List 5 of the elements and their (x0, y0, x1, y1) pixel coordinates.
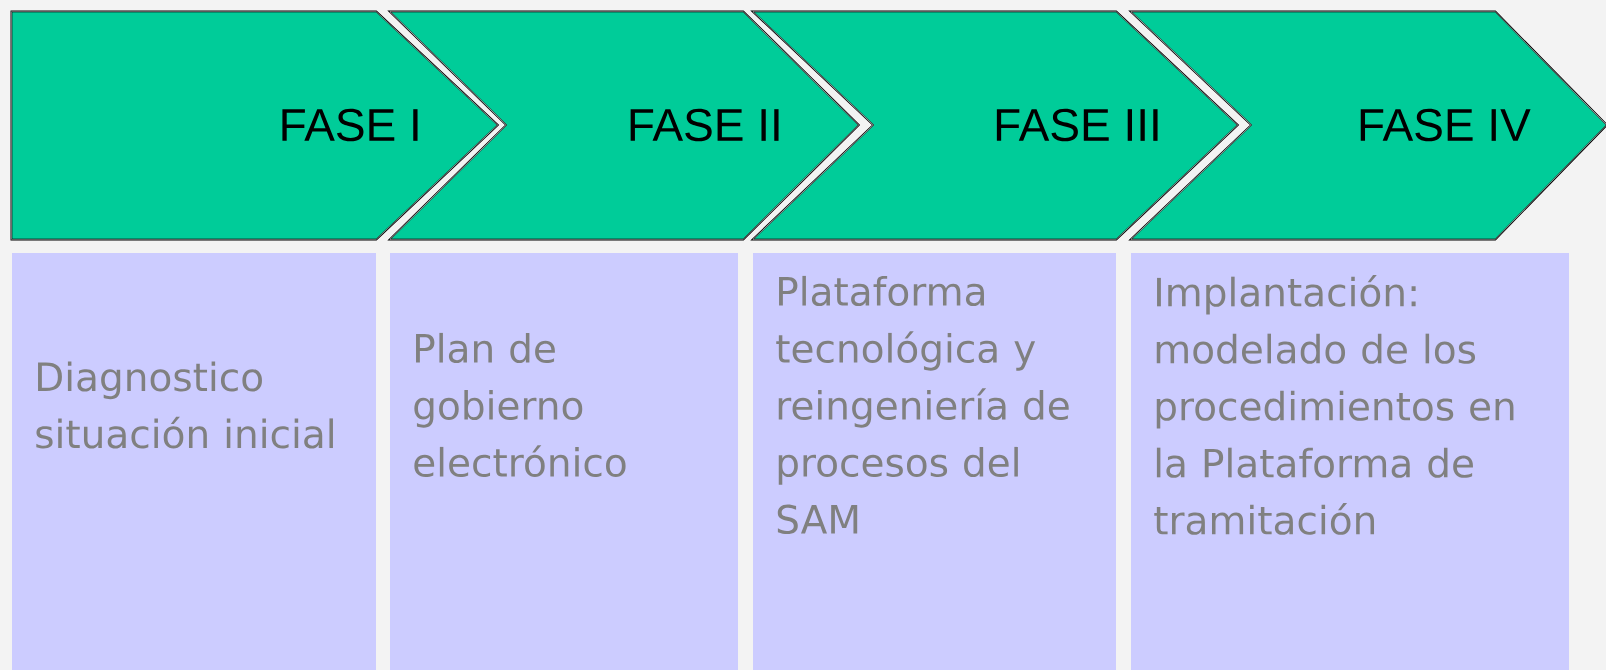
text-box: Diagnostico situación inicial (12, 253, 376, 670)
text-box: Plataforma tecnológica y reingeniería de procesos del SAM (753, 253, 1116, 670)
text-box: Plan de gobierno electrónico (390, 253, 738, 670)
phase-banner: FASE I (10, 10, 500, 241)
text-box: Implantación: modelado de los procedimientos en la Plataforma de tramitación (1131, 253, 1569, 670)
